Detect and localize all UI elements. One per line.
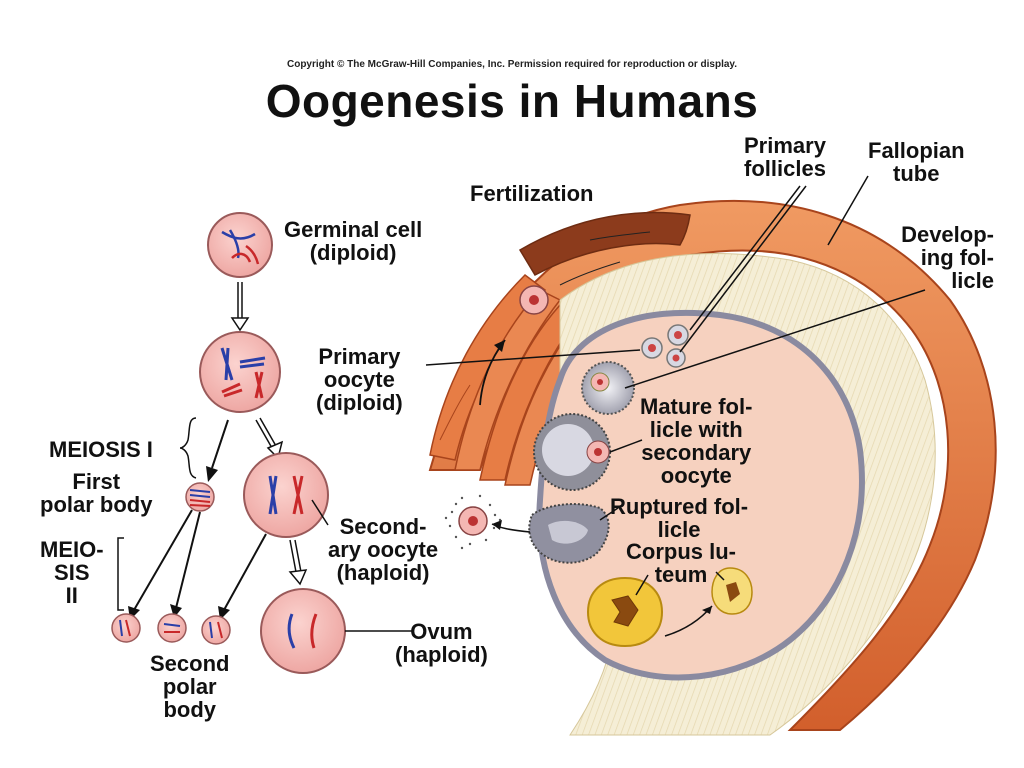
second-polar-body-1 <box>111 613 141 643</box>
arrow-germinal-to-primary <box>230 282 250 332</box>
label-corpus-luteum: Corpus lu- teum <box>626 539 736 587</box>
secondary-oocyte <box>243 452 329 538</box>
developing-follicle <box>581 361 635 415</box>
meiosis-1-brace <box>179 417 197 479</box>
second-polar-body-2 <box>157 613 187 643</box>
ruptured-follicle <box>528 503 610 564</box>
label-meiosis-1: MEIOSIS I <box>49 437 153 462</box>
label-meiosis-2: MEIO- SIS II <box>40 537 104 608</box>
meiosis-2-brace <box>117 537 124 611</box>
label-ruptured-follicle: Ruptured fol- licle <box>610 494 749 542</box>
copyright-notice: Copyright © The McGraw-Hill Companies, I… <box>286 59 738 70</box>
ovum <box>260 588 346 674</box>
diagram-title: Oogenesis in Humans <box>265 75 759 127</box>
primary-follicles <box>641 324 689 368</box>
fertilization-egg <box>519 285 549 315</box>
label-developing-follicle: Develop- ing fol- licle <box>901 222 994 293</box>
label-ovum: Ovum (haploid) <box>395 619 488 667</box>
label-mature-follicle: Mature fol- licle with secondary oocyte <box>640 394 753 488</box>
label-fallopian-tube: Fallopian tube <box>868 138 965 186</box>
label-primary-oocyte: Primary oocyte (diploid) <box>316 344 403 415</box>
released-oocyte <box>444 494 502 550</box>
first-polar-body <box>185 482 215 512</box>
fertilization-arrowhead <box>494 340 505 352</box>
label-germinal-cell: Germinal cell (diploid) <box>284 217 423 265</box>
mature-follicle <box>533 413 611 491</box>
label-fertilization: Fertilization <box>470 181 594 206</box>
luteum-arrowhead <box>702 606 712 614</box>
release-arrowhead <box>492 520 502 530</box>
primary-oocyte <box>199 331 281 413</box>
sperm-tail-2 <box>589 231 651 241</box>
germinal-cell <box>207 212 273 278</box>
label-second-polar-body: Second polar body <box>150 651 230 722</box>
leader-lines <box>311 175 926 632</box>
corpus-luteum-small <box>711 567 753 615</box>
sperm-tail <box>559 261 621 286</box>
label-primary-follicles: Primary follicles <box>744 133 826 181</box>
corpus-luteum <box>586 576 664 648</box>
label-first-polar-body: First polar body <box>40 469 153 517</box>
label-secondary-oocyte: Second- ary oocyte (haploid) <box>328 514 439 585</box>
second-polar-body-3 <box>201 615 231 645</box>
